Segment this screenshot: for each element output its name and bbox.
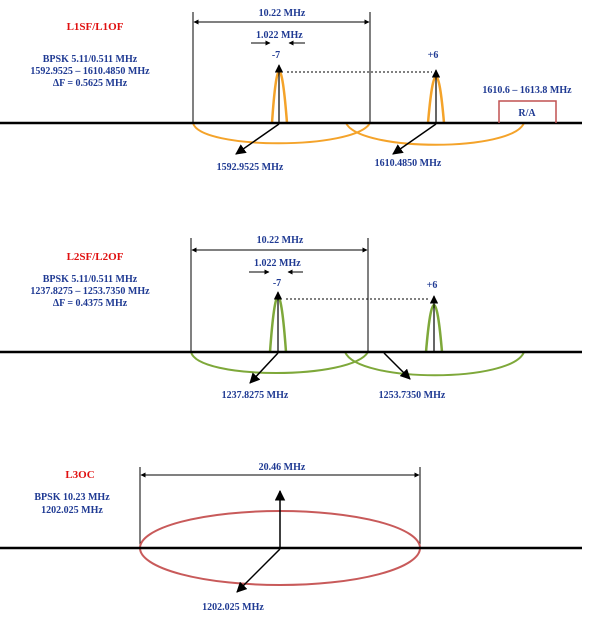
l1-modulation: BPSK 5.11/0.511 MHz — [43, 54, 138, 65]
l2-high-wide-lobe — [344, 351, 525, 377]
l1-ra-range: 1610.6 – 1613.8 MHz — [482, 85, 572, 96]
l2-high-channel: +6 — [427, 280, 438, 291]
l1-range: 1592.9525 – 1610.4850 MHz — [30, 66, 150, 77]
l2-title: L2SF/L2OF — [67, 251, 124, 263]
l1-low-wide-lobe — [192, 122, 371, 145]
l3-title: L3OC — [65, 469, 94, 481]
l2-delta: ΔF = 0.4375 MHz — [53, 298, 128, 309]
l3-center-freq: 1202.025 MHz — [202, 602, 264, 613]
l1-high-freq-arrow — [392, 123, 437, 155]
l1-ra-label: R/A — [518, 108, 536, 119]
l1-delta: ΔF = 0.5625 MHz — [53, 78, 128, 89]
l1-ra-box — [498, 100, 557, 123]
panel-l2: L2SF/L2OF BPSK 5.11/0.511 MHz 1237.8275 … — [0, 235, 582, 401]
l2-low-freq-arrow — [249, 352, 279, 384]
l1-low-channel: -7 — [272, 50, 280, 61]
l2-low-channel: -7 — [273, 278, 281, 289]
l2-high-freq: 1253.7350 MHz — [379, 390, 446, 401]
l3-modulation: BPSK 10.23 MHz — [34, 492, 110, 503]
l2-range: 1237.8275 – 1253.7350 MHz — [30, 286, 150, 297]
l1-high-freq: 1610.4850 MHz — [375, 158, 442, 169]
l2-channel-width: 1.022 MHz — [254, 258, 301, 269]
l1-low-freq: 1592.9525 MHz — [217, 162, 284, 173]
l3-center-freq-arrow — [236, 548, 281, 593]
l2-modulation: BPSK 5.11/0.511 MHz — [43, 274, 138, 285]
l1-channel-width: 1.022 MHz — [256, 30, 303, 41]
l2-bandwidth: 10.22 MHz — [257, 235, 304, 246]
l2-high-freq-arrow — [383, 352, 411, 380]
l2-low-wide-lobe — [190, 351, 369, 374]
l1-low-freq-arrow — [235, 123, 280, 155]
l2-low-freq: 1237.8275 MHz — [222, 390, 289, 401]
l1-high-channel: +6 — [428, 50, 439, 61]
l1-bandwidth: 10.22 MHz — [259, 8, 306, 19]
l1-title: L1SF/L1OF — [67, 21, 124, 33]
panel-l3: L3OC BPSK 10.23 MHz 1202.025 MHz 20.46 M… — [0, 462, 582, 613]
panel-l1: L1SF/L1OF BPSK 5.11/0.511 MHz 1592.9525 … — [0, 8, 582, 173]
l3-bandwidth: 20.46 MHz — [259, 462, 306, 473]
l1-high-wide-lobe — [345, 122, 525, 146]
l3-center: 1202.025 MHz — [41, 505, 103, 516]
